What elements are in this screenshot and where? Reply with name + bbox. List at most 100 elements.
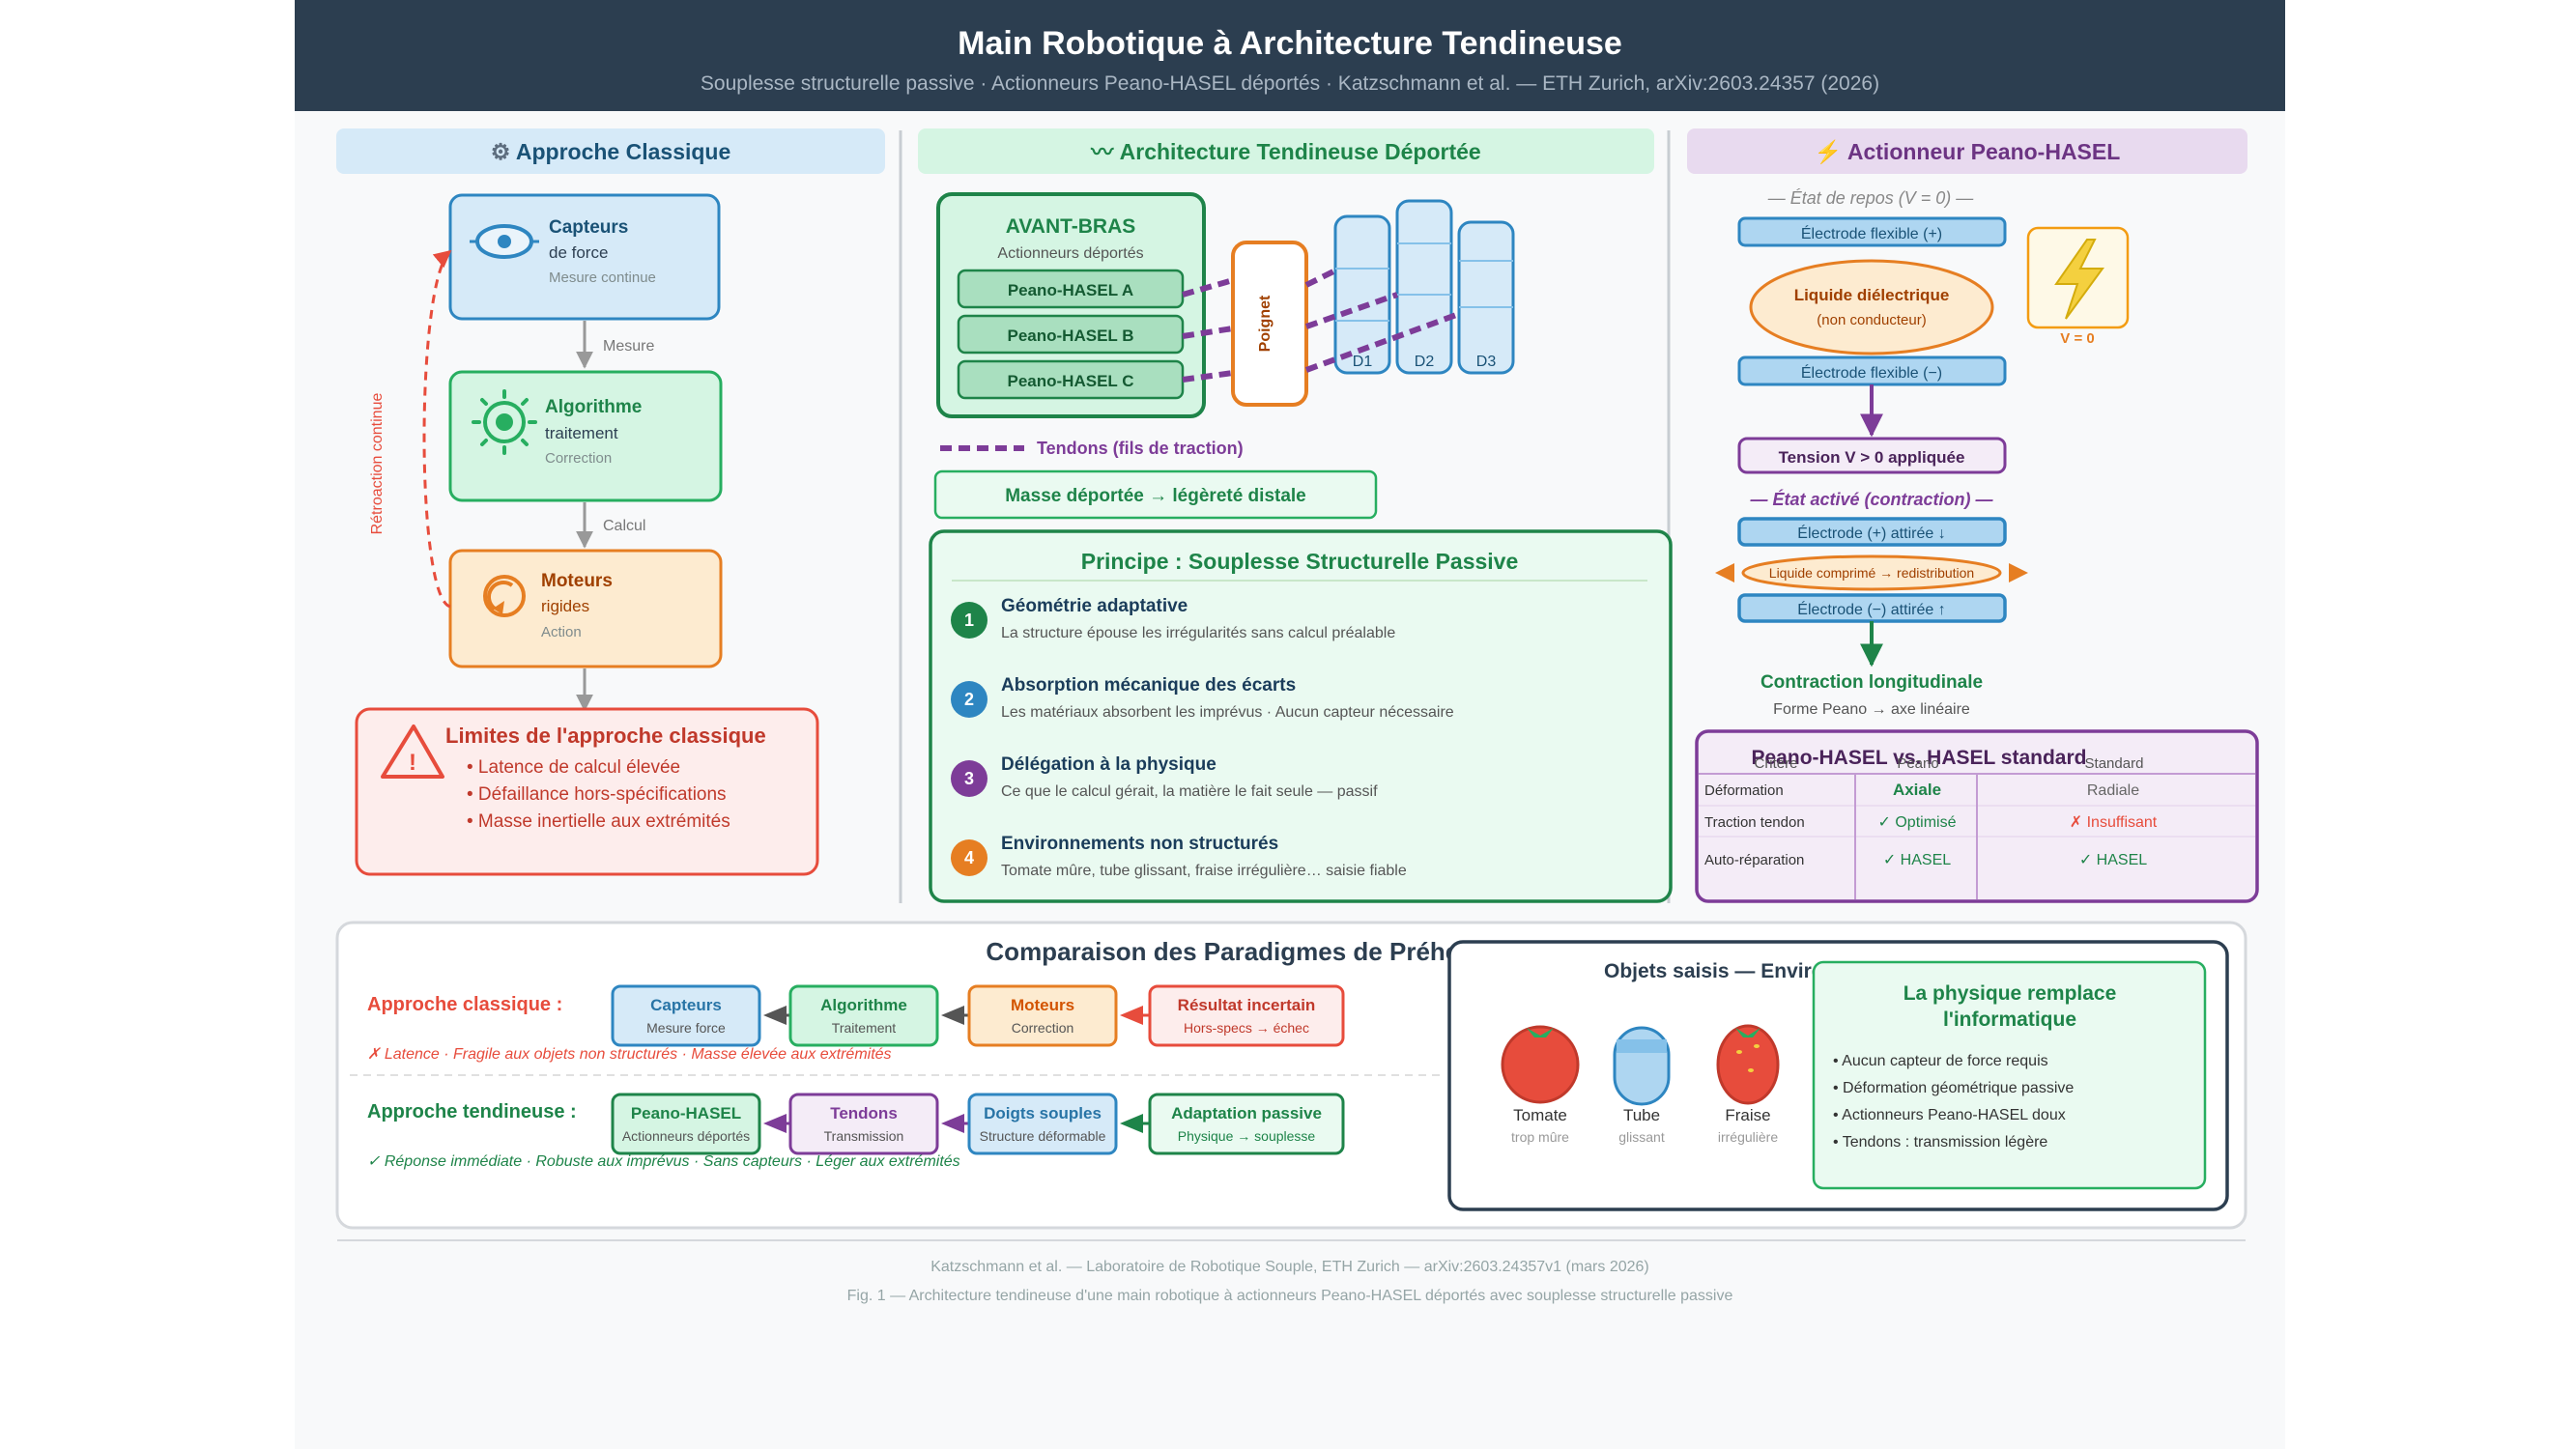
principle-item-title: Géométrie adaptative [1001,596,1188,616]
objects-panel: Objets saisis — Environnements non struc… [1447,940,2229,1211]
sensors-box: Capteurs de force Mesure continue [448,193,721,321]
object-name: Fraise [1725,1106,1770,1124]
tendon-icon: 〰 [1090,139,1119,164]
page-subtitle: Souplesse structurelle passive · Actionn… [701,72,1879,95]
number-badge-label: 2 [964,690,974,709]
motors-title: Moteurs [541,571,613,591]
paradigm-comparison: Comparaison des Paradigmes de Préhension… [335,921,2247,1230]
left-arrow-icon [1120,1006,1143,1025]
peano-hasel-column: ⚡ Actionneur Peano-HASEL — État de repos… [1687,128,2259,903]
tomato-icon [1501,1025,1580,1104]
object-sub: trop mûre [1511,1129,1569,1145]
principle-item-title: Délégation à la physique [1001,754,1216,775]
mass-note: Masse déportée → légèreté distale [1005,486,1306,506]
limits-item: • Latence de calcul élevée [467,757,680,778]
voltage-zero-label: V = 0 [2060,330,2094,347]
flow-box-title: Peano-HASEL [631,1104,741,1122]
footer-citation: Katzschmann et al. — Laboratoire de Robo… [930,1259,1649,1275]
table-cell: Axiale [1893,781,1941,799]
rest-state-label: — État de repos (V = 0) — [1767,188,1975,208]
limits-item: • Masse inertielle aux extrémités [467,811,730,832]
classic-row-label: Approche classique : [367,994,562,1015]
contraction-title: Contraction longitudinale [1760,672,1983,693]
table-header: Standard [2085,755,2144,772]
actuator-label: Peano-HASEL C [1008,372,1134,390]
voltage-applied-box [1737,437,2007,474]
sun-gear-icon [472,389,537,455]
column-header-tendon: 〰 Architecture Tendineuse Déportée [1090,139,1480,164]
lightning-icon: ⚡ [1815,139,1847,165]
column-header-bg [918,128,1654,174]
table-cell: ✓ HASEL [1883,852,1951,868]
liquid-title: Liquide diélectrique [1794,286,1950,304]
liquid-sub: (non conducteur) [1817,312,1926,328]
sensors-sub: de force [549,243,608,262]
object-sub: glissant [1618,1129,1665,1145]
column-header-classic: ⚙ Approche Classique [491,139,731,164]
eye-icon [470,224,539,259]
number-badge-label: 1 [964,611,974,630]
physics-title: La physique remplace [1903,982,2117,1005]
left-arrow-icon [763,1114,787,1133]
tendon-note: ✓ Réponse immédiate · Robuste aux imprév… [367,1153,960,1170]
flow-box-sub: Hors-specs → échec [1184,1020,1309,1036]
forearm-box: AVANT-BRAS Actionneurs déportés Peano-HA… [936,192,1206,418]
motors-sub: rigides [541,597,589,615]
finger-d1: D1 [1333,214,1391,375]
limits-box: ! Limites de l'approche classique • Late… [355,707,819,876]
feedback-loop-arrow [422,249,452,609]
finger-label: D2 [1415,354,1435,370]
classic-approach-column: ⚙ Approche Classique Capteurs de force M… [336,128,885,876]
figure-caption: Fig. 1 — Architecture tendineuse d'une m… [847,1288,1733,1304]
finger-d2: D2 [1395,199,1453,375]
electrode-positive-label: Électrode flexible (+) [1801,224,1942,242]
object-sub: irrégulière [1718,1129,1778,1145]
flow-box-sub: Physique → souplesse [1178,1128,1316,1144]
left-arrow-icon [941,1006,964,1025]
algorithm-note: Correction [545,450,612,467]
left-arrow-icon [1120,1114,1143,1133]
compressed-liquid [1741,554,2002,591]
object-name: Tube [1623,1106,1660,1124]
lightning-icon [2054,239,2104,320]
flow-box-sub: Mesure force [646,1020,726,1036]
tendon-row-label: Approche tendineuse : [367,1101,577,1122]
number-badge-label: 3 [964,769,974,788]
sensors-note: Mesure continue [549,270,656,286]
flow-box-title: Doigts souples [984,1104,1102,1122]
arrow-label-measure: Mesure [603,338,654,355]
algorithm-sub: traitement [545,424,618,442]
flow-box-sub: Transmission [824,1128,904,1144]
actuator-label: Peano-HASEL A [1008,281,1133,299]
column-header-bg [336,128,885,174]
table-cell: Radiale [2087,782,2139,799]
column-header-bg [1687,128,2247,174]
number-badge [951,839,987,876]
page-title: Main Robotique à Architecture Tendineuse [958,25,1622,62]
principle-title: Principe : Souplesse Structurelle Passiv… [1081,549,1519,574]
voltage-zero-indicator: V = 0 [2026,226,2130,347]
principle-item-desc: Tomate mûre, tube glissant, fraise irrég… [1001,863,1407,879]
finger-d3: D3 [1457,220,1515,375]
table-header: Critère [1754,755,1797,772]
forearm-sub: Actionneurs déportés [997,245,1143,262]
physics-item: • Tendons : transmission légère [1833,1134,2047,1151]
header: Main Robotique à Architecture Tendineuse… [295,0,2285,111]
svg-text:!: ! [409,750,416,776]
tendon-architecture-column: 〰 Architecture Tendineuse Déportée AVANT… [918,128,1673,903]
algorithm-box: Algorithme traitement Correction [448,370,723,502]
compressed-liquid-label: Liquide comprimé → redistribution [1769,565,1974,581]
physics-item: • Actionneurs Peano-HASEL doux [1833,1107,2066,1123]
limits-title: Limites de l'approche classique [445,724,766,748]
